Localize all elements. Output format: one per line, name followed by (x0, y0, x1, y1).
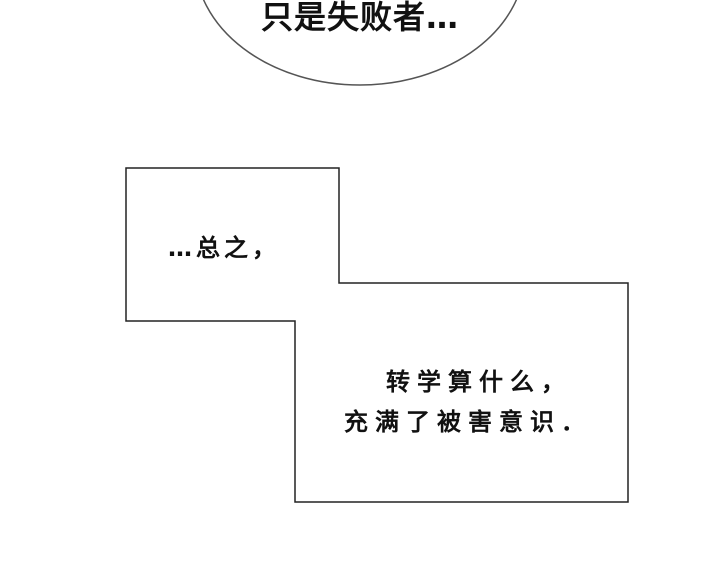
narration-text-1: …总之， (168, 234, 280, 262)
speech-bubble-outline (202, 0, 518, 86)
speech-bubble-text: 只是失败者… (260, 0, 459, 36)
narration-text-2-line-1: 转学算什么， (386, 368, 572, 396)
narration-box-outline (125, 167, 629, 503)
narration-text-2-line-2: 充满了被害意识． (344, 408, 592, 436)
